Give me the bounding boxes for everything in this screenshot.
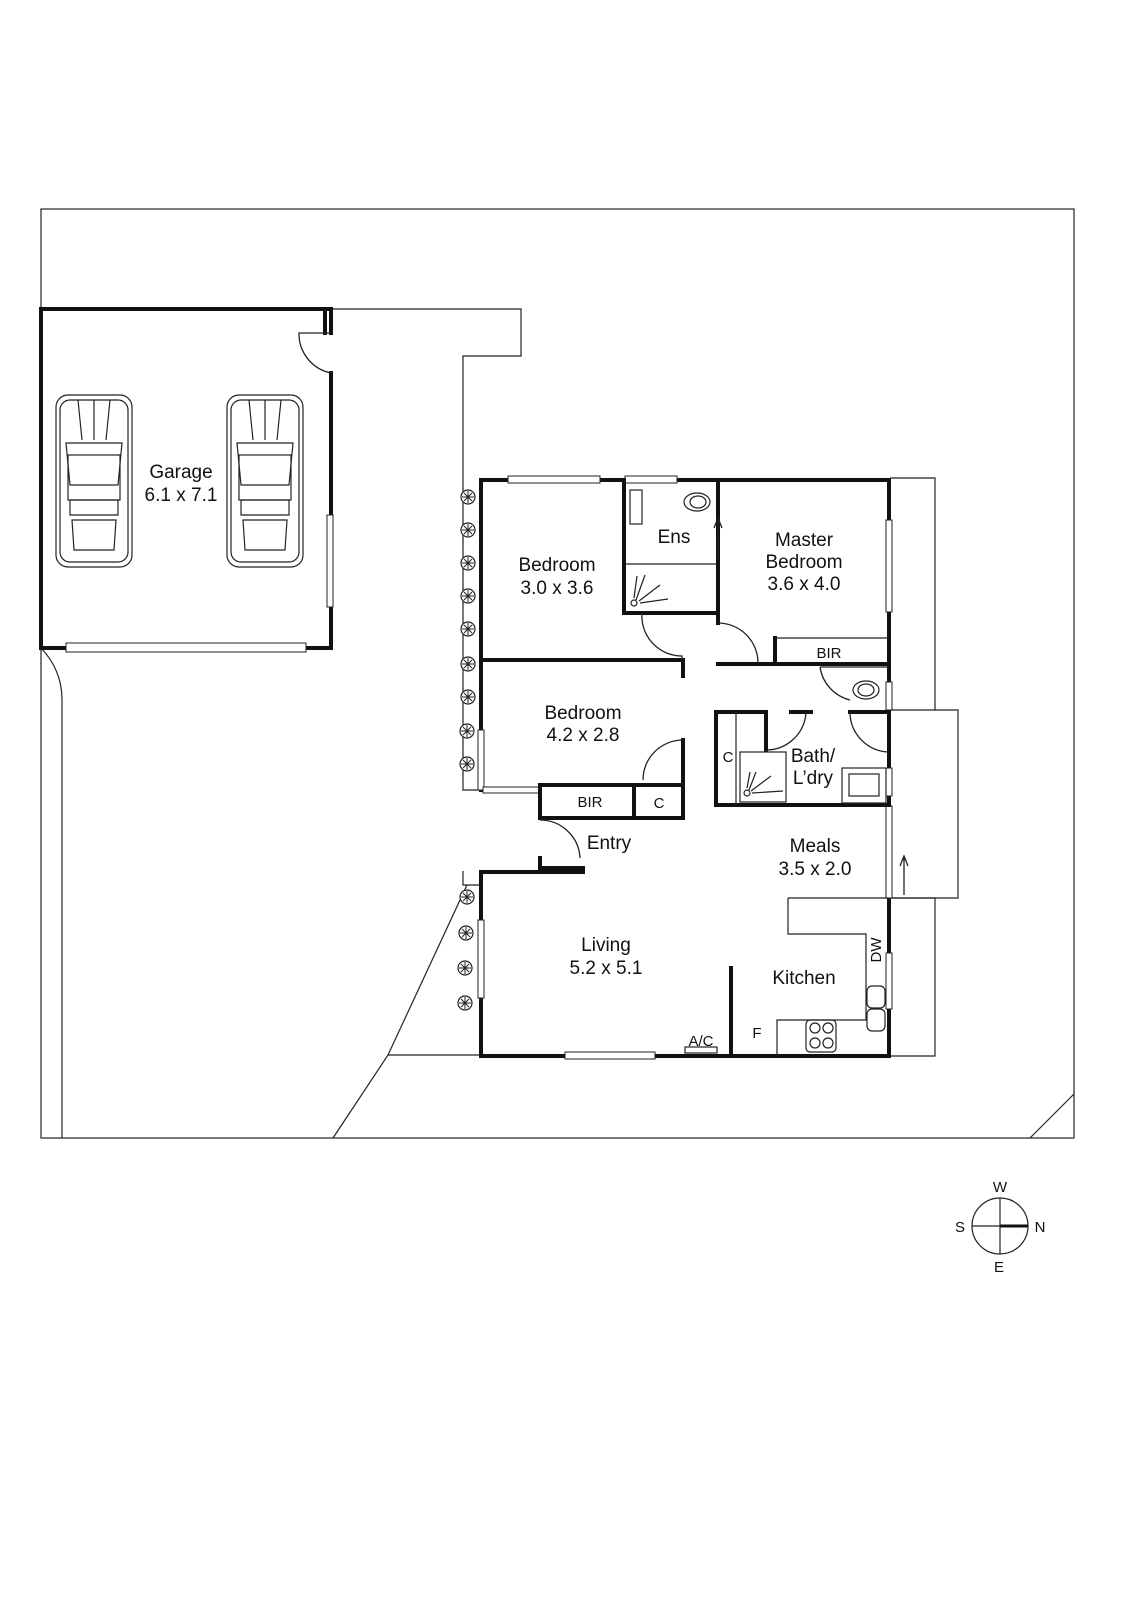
corner-diagonal (1029, 1093, 1075, 1139)
window (507, 475, 601, 484)
linen-label: C (654, 795, 665, 812)
compass-north: N (1035, 1219, 1046, 1236)
garage-side-door[interactable] (298, 332, 332, 374)
laundry-door[interactable] (849, 711, 890, 753)
aircon-unit-icon (684, 1046, 718, 1054)
side-porch (890, 709, 959, 899)
compass-icon: W S N E (955, 1179, 1045, 1276)
living-label: Living (581, 935, 631, 956)
window (885, 519, 893, 613)
shower-icon (739, 751, 787, 803)
window (482, 786, 541, 794)
dishwasher-label: DW (868, 937, 885, 963)
meals-size: 3.5 x 2.0 (779, 859, 852, 880)
garage-label: Garage (149, 462, 212, 483)
master-door[interactable] (717, 622, 759, 664)
bedroom2-size: 3.0 x 3.6 (521, 578, 594, 599)
master-label-1: Master (775, 530, 834, 551)
side-deck (890, 477, 936, 710)
window (624, 475, 678, 484)
toilet-icon (852, 680, 880, 700)
master-label-2: Bedroom (765, 552, 842, 573)
ensuite-door[interactable] (641, 612, 683, 660)
entry-label: Entry (587, 833, 632, 854)
garage-door[interactable] (65, 642, 307, 653)
cooktop-icon (805, 1019, 837, 1053)
house-walls (479, 478, 891, 1058)
sliding-door[interactable] (885, 805, 893, 899)
sliding-door-arrow-icon (899, 854, 909, 895)
kitchen-label: Kitchen (772, 968, 835, 989)
compass-west: W (993, 1179, 1008, 1196)
window (564, 1051, 656, 1060)
entry-door[interactable] (539, 819, 581, 859)
bath-label-2: L’dry (793, 768, 834, 789)
driveway-edge (40, 647, 63, 1138)
toilet-icon (683, 492, 711, 512)
bedroom3-door[interactable] (642, 739, 684, 781)
shower-icon (630, 574, 669, 607)
garage: Garage 6.1 x 7.1 (39, 307, 334, 653)
garage-size: 6.1 x 7.1 (145, 485, 218, 506)
window (477, 729, 485, 791)
ensuite-label: Ens (658, 527, 691, 548)
laundry-tub-icon (841, 767, 887, 804)
bedroom3-bir-label: BIR (577, 794, 602, 811)
meals-label: Meals (790, 836, 841, 857)
path-diagonal (332, 884, 468, 1139)
car-icon (226, 394, 304, 568)
bedroom3-size: 4.2 x 2.8 (547, 725, 620, 746)
bath-door[interactable] (765, 711, 807, 751)
compass-east: E (994, 1259, 1004, 1276)
bath-cupboard-label: C (723, 749, 734, 766)
bedroom3-label: Bedroom (544, 703, 621, 724)
garage-window (326, 514, 334, 608)
compass-south: S (955, 1219, 965, 1236)
bedroom2-label: Bedroom (518, 555, 595, 576)
plants (457, 489, 476, 1011)
bath-label-1: Bath/ (791, 746, 836, 767)
living-size: 5.2 x 5.1 (570, 958, 643, 979)
aircon-label: A/C (688, 1033, 713, 1050)
master-bir-label: BIR (816, 645, 841, 662)
master-size: 3.6 x 4.0 (768, 574, 841, 595)
wc-door[interactable] (819, 666, 851, 701)
window (885, 767, 893, 797)
side-path-outline (332, 308, 522, 791)
window (477, 919, 485, 999)
vanity-icon (629, 489, 643, 525)
interior-walls (479, 478, 891, 1058)
sliding-door-arrow-icon (713, 516, 723, 560)
sink-icon (866, 985, 886, 1032)
fridge-label: F (752, 1025, 761, 1042)
window (885, 681, 893, 711)
window (885, 952, 893, 1010)
car-icon (55, 394, 133, 568)
property-boundary (40, 208, 1075, 1139)
